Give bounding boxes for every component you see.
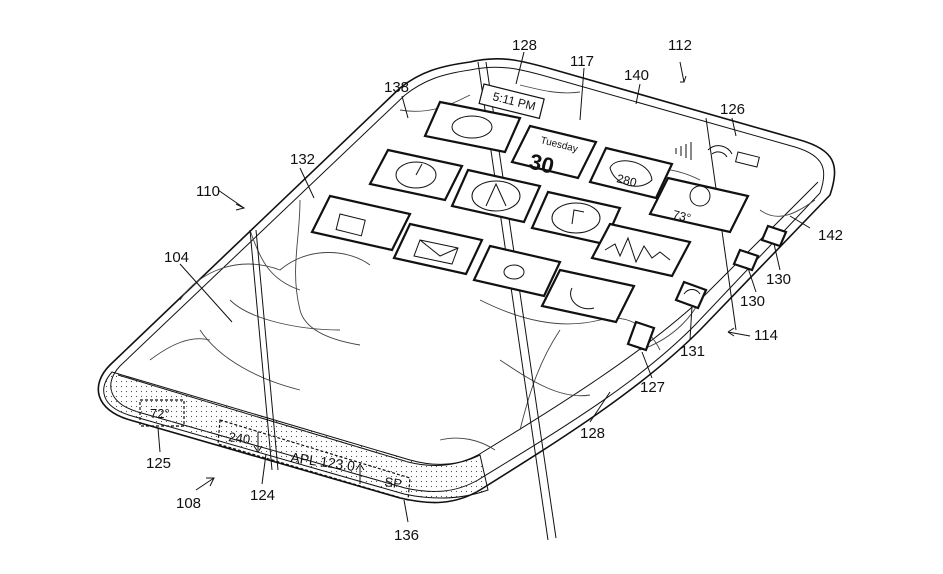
reference-numerals: 128 117 112 140 138 126 132 110 142 104 … bbox=[146, 37, 843, 544]
ref-104: 104 bbox=[164, 249, 189, 266]
edge-temperature: 72° bbox=[150, 406, 170, 421]
ref-127: 127 bbox=[640, 379, 665, 396]
app-store-icon[interactable] bbox=[450, 168, 542, 224]
video-camera-app-icon[interactable] bbox=[310, 194, 412, 252]
temperature-widget bbox=[139, 399, 185, 427]
ref-128-bottom: 128 bbox=[580, 425, 605, 442]
maps-app-icon[interactable]: 280 bbox=[588, 146, 674, 200]
stock-left-value: 240 bbox=[228, 429, 252, 447]
side-button[interactable] bbox=[626, 320, 656, 352]
highway-number: 280 bbox=[615, 171, 638, 190]
ref-126: 126 bbox=[720, 101, 745, 118]
up-arrow-icon bbox=[355, 463, 365, 484]
battery-icon bbox=[734, 151, 760, 168]
down-arrow-icon bbox=[253, 432, 263, 453]
ref-132: 132 bbox=[290, 151, 315, 168]
calendar-app-icon[interactable]: Tuesday 30 bbox=[510, 124, 598, 180]
ref-110: 110 bbox=[196, 183, 220, 200]
ref-131: 131 bbox=[680, 343, 705, 360]
stock-ticker-widget bbox=[217, 419, 411, 501]
ref-128-top: 128 bbox=[512, 37, 537, 54]
ref-136: 136 bbox=[394, 527, 419, 544]
ref-130-a: 130 bbox=[766, 271, 791, 288]
side-controls bbox=[626, 224, 788, 352]
volume-up-button[interactable] bbox=[760, 224, 788, 248]
camera-app-icon[interactable] bbox=[472, 244, 562, 298]
ref-114: 114 bbox=[754, 327, 778, 344]
ref-108: 108 bbox=[176, 495, 201, 512]
ref-142: 142 bbox=[818, 227, 843, 244]
mail-app-icon[interactable] bbox=[392, 222, 484, 276]
status-bar: 5:11 PM bbox=[478, 83, 760, 168]
edge-display-region bbox=[103, 371, 489, 499]
calendar-date: 30 bbox=[527, 149, 557, 179]
ref-125: 125 bbox=[146, 455, 171, 472]
ref-117: 117 bbox=[570, 53, 594, 70]
leader-lines bbox=[157, 51, 811, 523]
wifi-icon bbox=[707, 145, 733, 158]
volume-down-button[interactable] bbox=[732, 248, 760, 272]
signal-icon bbox=[675, 142, 692, 160]
clock-app-icon[interactable] bbox=[368, 148, 464, 202]
ref-124: 124 bbox=[250, 487, 275, 504]
weather-app-icon[interactable]: 73° bbox=[648, 176, 750, 234]
ref-112: 112 bbox=[668, 37, 692, 54]
weather-temp: 73° bbox=[671, 207, 692, 225]
app-grid: Tuesday 30 280 73° bbox=[310, 100, 750, 324]
edge-right-label: SP bbox=[384, 474, 403, 491]
ref-130-b: 130 bbox=[740, 293, 765, 310]
wifi-toggle-icon[interactable] bbox=[674, 280, 708, 310]
phone-app-icon[interactable] bbox=[540, 268, 636, 324]
messages-app-icon[interactable] bbox=[423, 100, 522, 154]
voice-memo-app-icon[interactable] bbox=[590, 222, 692, 278]
ref-138: 138 bbox=[384, 79, 409, 96]
ref-140: 140 bbox=[624, 67, 649, 84]
